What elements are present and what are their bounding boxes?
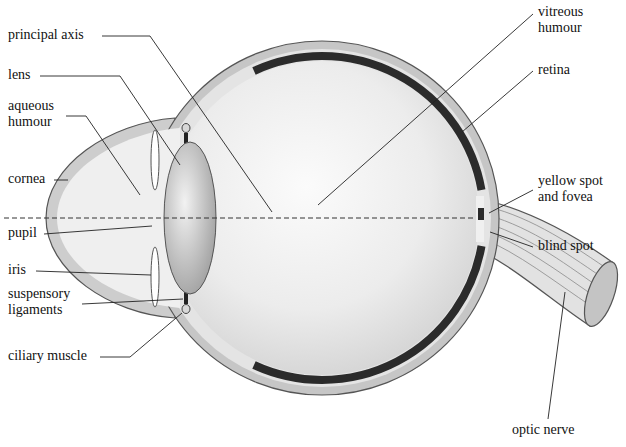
iris-shape (151, 130, 159, 190)
part-label: vitreous humour (538, 4, 618, 36)
fovea-mark (478, 208, 484, 220)
leader-line (489, 190, 533, 213)
part-label: pupil (8, 225, 37, 241)
ciliary-muscle-shape (182, 305, 190, 314)
part-label: yellow spot and fovea (538, 173, 620, 205)
leader-line (548, 292, 565, 419)
leader-line (44, 226, 152, 234)
leader-line (66, 116, 140, 195)
part-label: principal axis (8, 27, 84, 43)
part-label: blind spot (538, 238, 594, 254)
leader-line (318, 14, 533, 205)
ciliary-muscle-shape (182, 124, 190, 133)
part-label: lens (8, 67, 31, 83)
part-label: retina (538, 62, 570, 78)
leader-line (102, 36, 272, 212)
iris-shape (151, 247, 159, 307)
leader-line (490, 232, 533, 247)
nerve-end (578, 258, 625, 331)
part-label: optic nerve (512, 422, 575, 438)
blind-spot-mark (476, 196, 484, 242)
part-label: cornea (8, 171, 45, 187)
part-label: aqueous humour (8, 98, 80, 130)
part-label: suspensory ligaments (8, 286, 90, 318)
leader-line (54, 180, 68, 181)
leader-line (100, 313, 182, 357)
part-label: ciliary muscle (8, 348, 87, 364)
part-label: iris (8, 262, 26, 278)
principal-axis-line (4, 218, 476, 219)
leader-line (82, 299, 183, 304)
leader-line (462, 71, 533, 132)
leader-line (36, 271, 151, 275)
leader-lines (36, 14, 565, 419)
